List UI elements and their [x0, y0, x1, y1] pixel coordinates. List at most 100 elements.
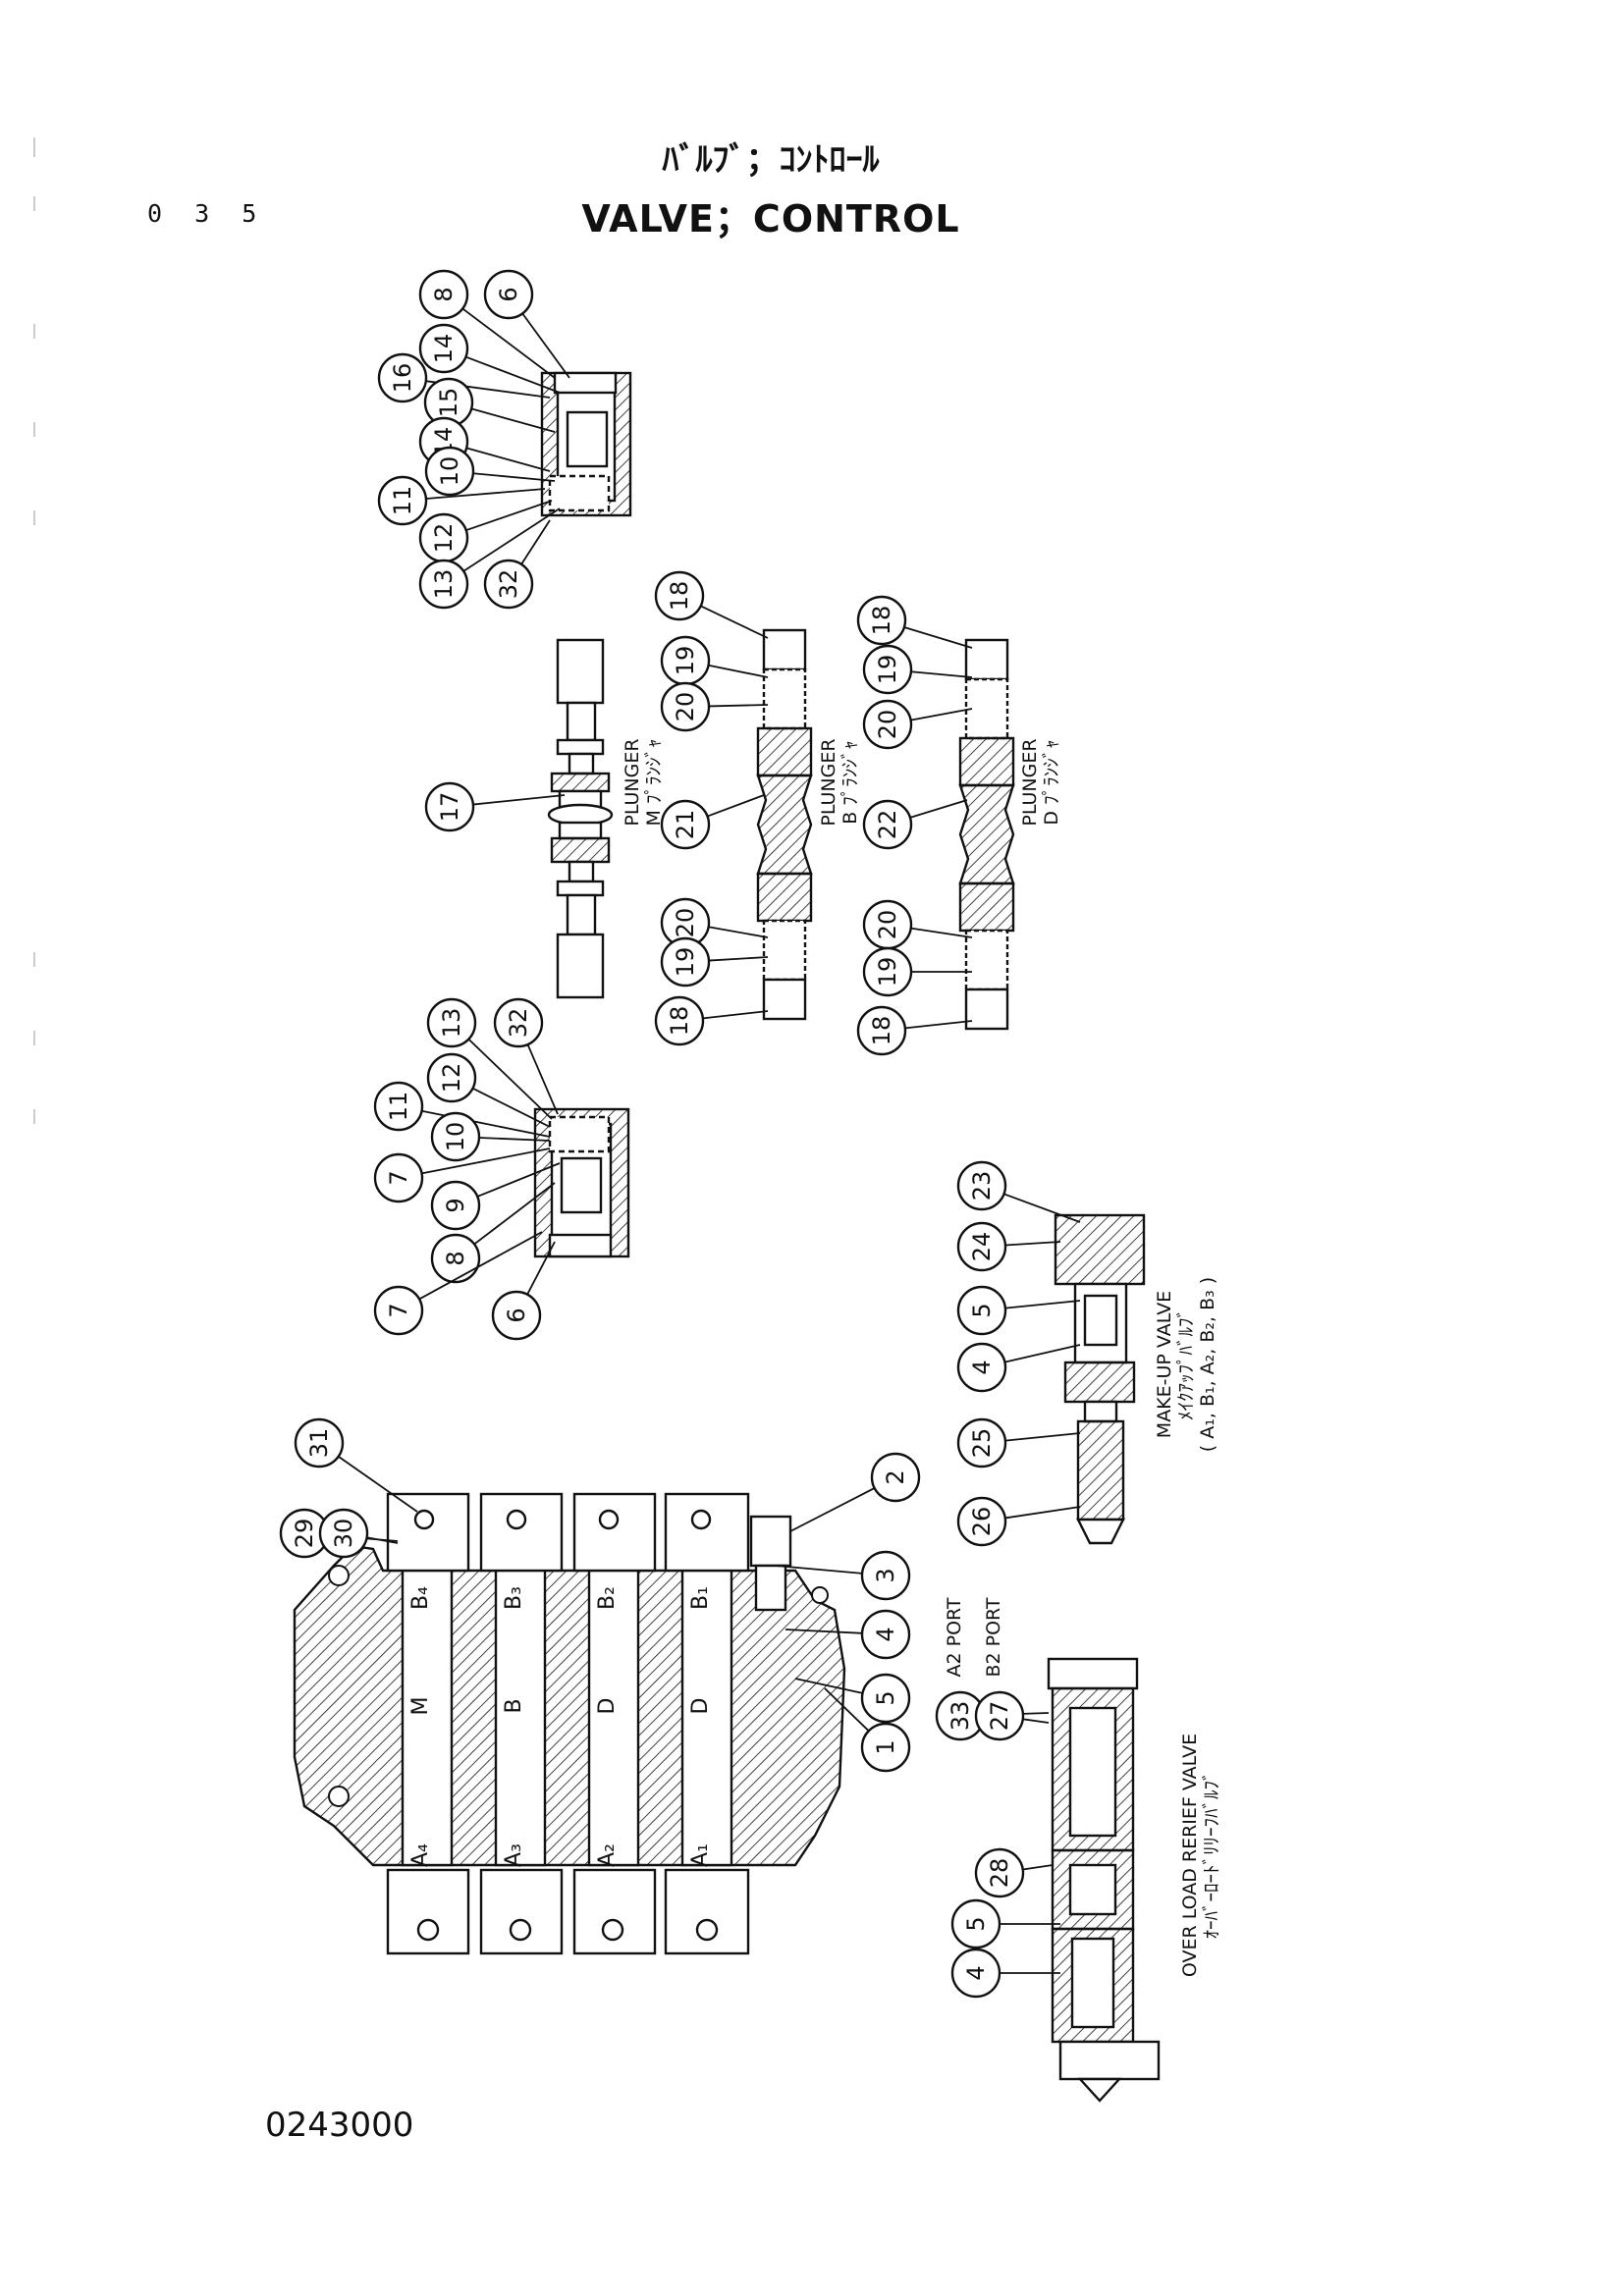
- callout-makeup-25: 25: [956, 1417, 1081, 1468]
- port-label-top: B₁: [688, 1586, 713, 1610]
- callout-mid_assy-7: 7: [373, 1148, 551, 1203]
- callout-circle: [430, 1180, 481, 1231]
- callout-number: 3: [872, 1568, 899, 1582]
- callout-number: 25: [968, 1428, 996, 1459]
- callout-number: 5: [872, 1690, 899, 1705]
- svg-text:A2 PORT: A2 PORT: [944, 1597, 965, 1677]
- plunger-b: [756, 628, 813, 1021]
- callout-circle: [654, 995, 705, 1046]
- callout-number: 18: [666, 581, 693, 612]
- callout-number: 20: [874, 910, 901, 940]
- callout-number: 7: [385, 1303, 412, 1317]
- svg-text:M ﾌﾟﾗﾝｼﾞｬ: M ﾌﾟﾗﾝｼﾞｬ: [643, 739, 665, 827]
- callout-number: 13: [438, 1008, 465, 1039]
- callout-number: 17: [436, 792, 463, 823]
- callout-leader-line: [1003, 1193, 1081, 1223]
- callout-leader-line: [476, 1162, 561, 1198]
- svg-text:D ﾌﾟﾗﾝｼﾞｬ: D ﾌﾟﾗﾝｼﾞｬ: [1041, 739, 1062, 825]
- callout-leader-line: [708, 664, 769, 678]
- callout-number: 11: [389, 486, 416, 516]
- plunger-b-label: PLUNGER B ﾌﾟﾗﾝｼﾞｬ: [818, 738, 861, 826]
- callout-circle: [956, 1342, 1007, 1393]
- callout-circle: [377, 352, 428, 403]
- callout-top_assy-11: 11: [377, 475, 546, 526]
- callout-top_assy-12: 12: [418, 500, 553, 563]
- callout-leader-line: [472, 1087, 551, 1128]
- callout-circle: [660, 681, 711, 732]
- callout-plunger_d-20: 20: [862, 899, 973, 950]
- callout-leader-line: [1022, 1718, 1050, 1724]
- callout-number: 26: [968, 1507, 996, 1537]
- callout-circle: [660, 799, 711, 850]
- callout-leader-line: [909, 799, 968, 819]
- callout-number: 8: [430, 287, 458, 301]
- callout-leader-line: [1004, 1300, 1081, 1309]
- callout-top_assy-10: 10: [424, 446, 556, 497]
- callout-leader-line: [910, 927, 973, 938]
- callout-leader-line: [903, 626, 973, 649]
- callout-circle: [956, 1221, 1007, 1272]
- callout-number: 19: [874, 957, 901, 988]
- callout-number: 1: [872, 1739, 899, 1754]
- callout-leader-line: [526, 1241, 556, 1296]
- callout-number: 13: [430, 569, 458, 600]
- callout-top_assy-6: 6: [483, 269, 570, 379]
- callout-relief-33: 33: [935, 1690, 1050, 1741]
- callout-makeup-4: 4: [956, 1342, 1081, 1393]
- callout-mid_assy-11: 11: [373, 1081, 551, 1138]
- svg-text:ﾒｲｸｱｯﾌﾟﾊﾞﾙﾌﾞ: ﾒｲｸｱｯﾌﾟﾊﾞﾙﾌﾞ: [1175, 1308, 1197, 1420]
- callout-circle: [862, 699, 913, 750]
- callout-number: 23: [968, 1171, 996, 1201]
- callout-circle: [862, 799, 913, 850]
- callout-leader-line: [1004, 1506, 1081, 1520]
- callout-leader-line: [478, 1137, 551, 1142]
- callout-makeup-5: 5: [956, 1285, 1081, 1336]
- callout-circle: [373, 1285, 424, 1336]
- callout-leader-line: [470, 407, 556, 433]
- callout-plunger_d-18: 18: [856, 595, 973, 649]
- port-labels: A2 PORT B2 PORT: [944, 1597, 1004, 1677]
- callout-number: 24: [968, 1232, 996, 1262]
- callout-circle: [974, 1847, 1025, 1898]
- port-label-top: B₃: [502, 1586, 526, 1610]
- callout-circle: [430, 1111, 481, 1162]
- callout-circle: [974, 1690, 1025, 1741]
- callout-leader-line: [904, 1020, 973, 1030]
- callout-number: 19: [672, 947, 699, 978]
- valve-body: [293, 1492, 846, 1955]
- callout-number: 21: [672, 810, 699, 840]
- makeup-valve: [1054, 1213, 1146, 1545]
- callout-circle: [377, 475, 428, 526]
- callout-number: 18: [868, 606, 895, 636]
- relief-valve-label: OVER LOAD RERIEF VALVE ｵｰﾊﾞｰﾛｰﾄﾞﾘﾘｰﾌﾊﾞﾙﾌ…: [1179, 1734, 1222, 1977]
- callout-number: 12: [438, 1063, 465, 1094]
- callout-mid_assy-8: 8: [430, 1182, 556, 1284]
- callout-body-3: 3: [775, 1550, 911, 1601]
- callout-top_assy-8: 8: [418, 269, 556, 379]
- svg-text:MAKE-UP VALVE: MAKE-UP VALVE: [1154, 1291, 1175, 1438]
- callout-circle: [493, 997, 544, 1048]
- mid-end-cap-assembly: [533, 1107, 630, 1258]
- callout-circle: [483, 559, 534, 610]
- callout-leader-line: [707, 794, 765, 818]
- callout-circle: [418, 323, 469, 374]
- svg-text:PLUNGER: PLUNGER: [622, 738, 643, 826]
- callout-circle: [418, 559, 469, 610]
- callout-leader-line: [1022, 1864, 1054, 1871]
- callout-makeup-24: 24: [956, 1221, 1061, 1272]
- callout-number: 6: [503, 1308, 530, 1322]
- callout-number: 20: [874, 710, 901, 740]
- callout-leader-line: [465, 355, 561, 394]
- callout-circle: [860, 1550, 911, 1601]
- callout-number: 8: [442, 1251, 469, 1265]
- spool-labels: M B D D B₄ B₃ B₂ B₁ A₄ A₃ A₂ A₁: [408, 1586, 713, 1867]
- port-label-top: B₂: [595, 1586, 620, 1610]
- callout-circle: [418, 269, 469, 320]
- callout-leader-line: [462, 507, 561, 572]
- callout-makeup-26: 26: [956, 1496, 1081, 1547]
- spool-label: B: [502, 1698, 526, 1713]
- callout-circle: [956, 1285, 1007, 1336]
- callout-leader-line: [1004, 1241, 1061, 1247]
- callout-circle: [430, 1233, 481, 1284]
